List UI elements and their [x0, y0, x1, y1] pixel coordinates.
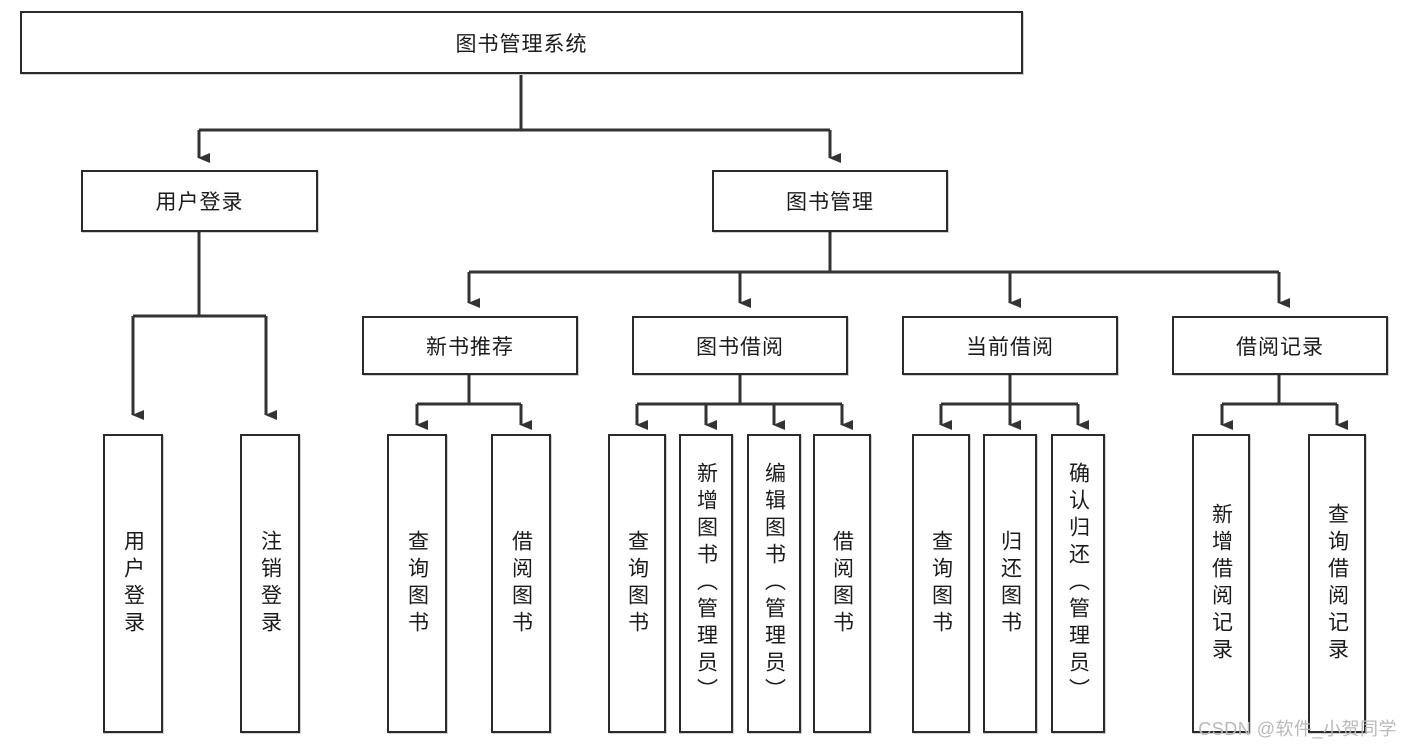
node-leaf-add-book-label: 新增图书（管理员） — [694, 462, 718, 705]
node-new-book-recommend-label: 新书推荐 — [426, 335, 514, 359]
node-leaf-user-login[interactable]: 用户登录 — [103, 434, 163, 733]
node-leaf-user-logout[interactable]: 注销登录 — [240, 434, 300, 733]
node-leaf-user-login-label: 用户登录 — [121, 529, 145, 638]
node-book-management-label: 图书管理 — [786, 191, 874, 214]
node-leaf-borrow-book-2[interactable]: 借阅图书 — [813, 434, 871, 733]
node-book-borrow[interactable]: 图书借阅 — [632, 316, 848, 375]
node-leaf-borrow-book-1[interactable]: 借阅图书 — [491, 434, 551, 733]
node-root[interactable]: 图书管理系统 — [20, 11, 1023, 74]
node-leaf-return-book[interactable]: 归还图书 — [983, 434, 1037, 733]
node-leaf-query-book-2-label: 查询图书 — [625, 529, 649, 638]
node-borrow-record[interactable]: 借阅记录 — [1172, 316, 1388, 375]
node-leaf-return-book-label: 归还图书 — [998, 529, 1022, 638]
node-leaf-add-record[interactable]: 新增借阅记录 — [1192, 434, 1250, 733]
node-leaf-edit-book[interactable]: 编辑图书（管理员） — [747, 434, 801, 733]
node-user-login[interactable]: 用户登录 — [81, 170, 318, 232]
node-leaf-borrow-book-2-label: 借阅图书 — [830, 529, 854, 638]
node-book-borrow-label: 图书借阅 — [696, 335, 784, 359]
node-leaf-user-logout-label: 注销登录 — [258, 529, 282, 638]
node-book-management[interactable]: 图书管理 — [712, 170, 948, 232]
node-leaf-confirm-return[interactable]: 确认归还（管理员） — [1051, 434, 1105, 733]
node-leaf-query-record[interactable]: 查询借阅记录 — [1308, 434, 1366, 733]
node-current-borrow[interactable]: 当前借阅 — [902, 316, 1118, 375]
node-borrow-record-label: 借阅记录 — [1236, 335, 1324, 359]
node-leaf-query-book-1[interactable]: 查询图书 — [387, 434, 447, 733]
node-leaf-query-book-3[interactable]: 查询图书 — [912, 434, 970, 733]
watermark-text: CSDN @软件_小贺同学 — [1198, 719, 1397, 739]
node-leaf-edit-book-label: 编辑图书（管理员） — [762, 462, 786, 705]
node-user-login-label: 用户登录 — [155, 191, 244, 214]
node-leaf-query-book-1-label: 查询图书 — [405, 529, 429, 638]
node-new-book-recommend[interactable]: 新书推荐 — [362, 316, 578, 375]
node-leaf-query-record-label: 查询借阅记录 — [1325, 502, 1349, 665]
node-leaf-add-record-label: 新增借阅记录 — [1209, 502, 1233, 665]
node-leaf-borrow-book-1-label: 借阅图书 — [509, 529, 533, 638]
node-current-borrow-label: 当前借阅 — [966, 335, 1054, 359]
node-leaf-query-book-2[interactable]: 查询图书 — [608, 434, 666, 733]
node-leaf-query-book-3-label: 查询图书 — [929, 529, 953, 638]
node-root-label: 图书管理系统 — [455, 32, 588, 56]
node-leaf-confirm-return-label: 确认归还（管理员） — [1066, 462, 1090, 705]
node-leaf-add-book[interactable]: 新增图书（管理员） — [679, 434, 733, 733]
